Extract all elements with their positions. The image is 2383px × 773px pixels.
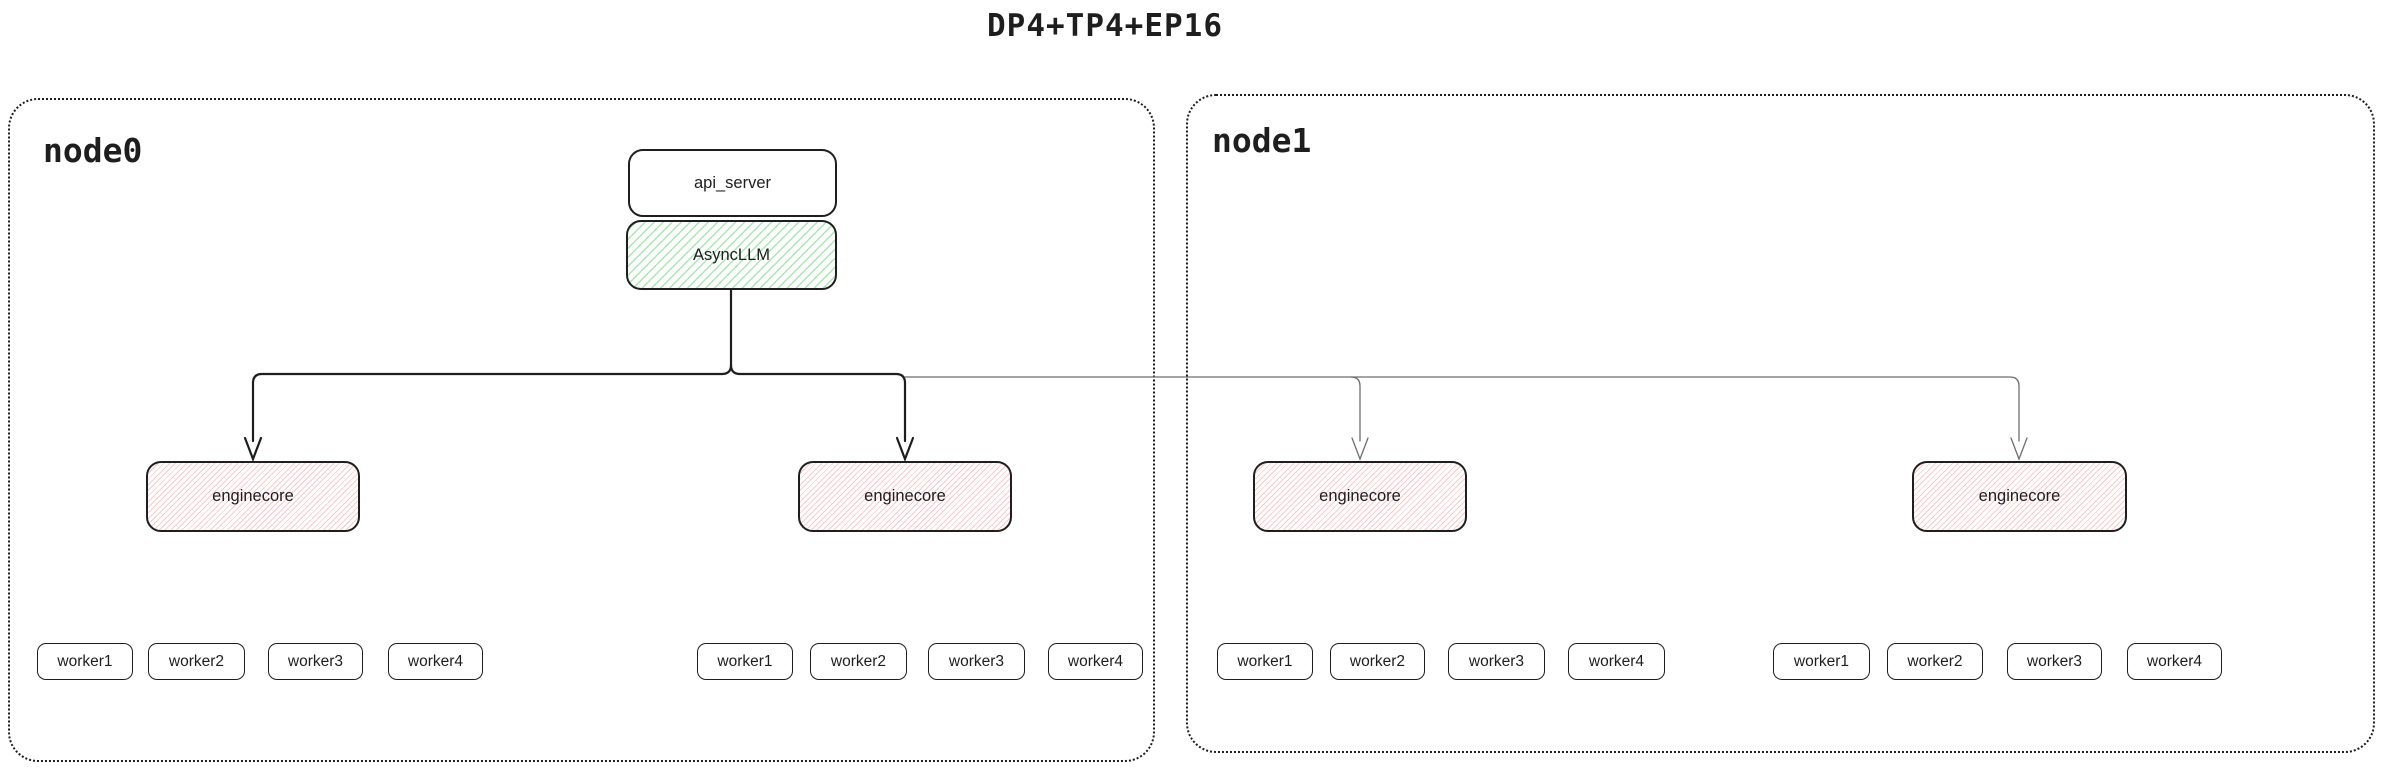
diagram-title: DP4+TP4+EP16 (987, 8, 1223, 44)
worker-box: worker3 (1448, 643, 1545, 680)
node1-label: node1 (1212, 121, 1312, 160)
worker-box: worker3 (2007, 643, 2102, 680)
enginecore-label: enginecore (1978, 487, 2061, 505)
enginecore-label: enginecore (1319, 487, 1401, 505)
worker-label: worker1 (1793, 652, 1850, 670)
worker-label: worker3 (948, 652, 1005, 670)
worker-box: worker3 (268, 643, 363, 680)
worker-label: worker2 (1907, 652, 1963, 670)
worker-box: worker4 (2127, 643, 2222, 680)
enginecore-box-4: enginecore (1912, 461, 2127, 532)
worker-label: worker2 (168, 652, 225, 670)
enginecore-box-1: enginecore (146, 461, 360, 532)
worker-box: worker2 (810, 643, 907, 680)
api-server-label: api_server (693, 173, 772, 192)
worker-label: worker4 (1588, 652, 1645, 670)
worker-label: worker3 (287, 652, 344, 670)
worker-box: worker1 (1773, 643, 1870, 680)
worker-box: worker4 (1048, 643, 1143, 680)
worker-box: worker1 (37, 643, 133, 680)
worker-box: worker4 (1568, 643, 1665, 680)
worker-label: worker4 (407, 652, 464, 670)
asyncllm-box: AsyncLLM (626, 220, 837, 290)
worker-label: worker4 (2146, 652, 2203, 670)
worker-label: worker2 (1349, 652, 1406, 670)
enginecore-box-2: enginecore (798, 461, 1012, 532)
worker-box: worker1 (697, 643, 793, 680)
worker-label: worker4 (1067, 652, 1124, 670)
worker-box: worker3 (928, 643, 1025, 680)
worker-label: worker1 (57, 652, 113, 670)
worker-label: worker1 (717, 652, 773, 670)
worker-box: worker2 (1330, 643, 1425, 680)
api-server-box: api_server (628, 149, 837, 217)
worker-label: worker1 (1237, 652, 1293, 670)
worker-box: worker4 (388, 643, 483, 680)
enginecore-box-3: enginecore (1253, 461, 1467, 532)
enginecore-label: enginecore (212, 487, 294, 505)
worker-label: worker3 (1468, 652, 1525, 670)
worker-box: worker1 (1217, 643, 1313, 680)
node0-label: node0 (43, 131, 143, 170)
worker-box: worker2 (1887, 643, 1983, 680)
worker-label: worker3 (2026, 652, 2083, 670)
asyncllm-label: AsyncLLM (692, 245, 771, 264)
enginecore-label: enginecore (864, 487, 946, 505)
worker-box: worker2 (148, 643, 245, 680)
worker-label: worker2 (830, 652, 887, 670)
